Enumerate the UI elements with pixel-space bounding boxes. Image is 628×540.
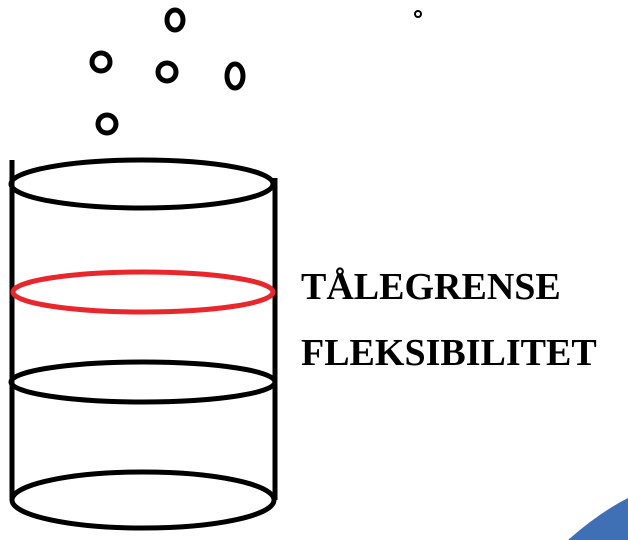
bubble (89, 50, 113, 74)
bubbles (89, 7, 246, 136)
flexibility-label: FLEKSIBILITET (301, 332, 597, 374)
small-dot (414, 10, 422, 18)
bubble (95, 112, 119, 136)
tolerance-ring (10, 269, 276, 315)
bubble (155, 60, 179, 84)
bubble (164, 7, 186, 33)
cylinder-top-rim (8, 157, 276, 211)
flexibility-ring (8, 359, 278, 405)
cylinder-base (9, 469, 277, 531)
corner-accent-shape (568, 498, 628, 540)
cylinder (8, 157, 278, 531)
tolerance-label: TÅLEGRENSE (301, 266, 561, 308)
bubble (224, 61, 246, 91)
